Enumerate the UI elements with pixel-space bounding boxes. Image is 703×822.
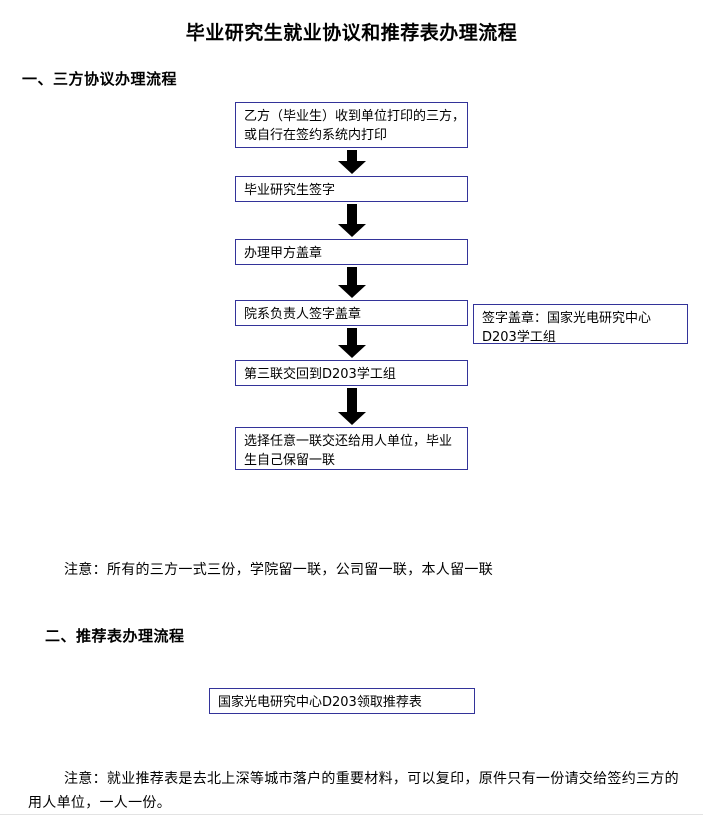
arrow-head xyxy=(338,412,366,425)
flow-arrow-4 xyxy=(338,328,366,358)
arrow-head xyxy=(338,345,366,358)
section-heading-1: 一、三方协议办理流程 xyxy=(22,70,178,88)
arrow-head xyxy=(338,285,366,298)
flow-side-note: 签字盖章：国家光电研究中心 D203学工组 xyxy=(473,304,688,345)
section-1-note: 注意：所有的三方一式三份，学院留一联，公司留一联，本人留一联 xyxy=(64,562,493,578)
flow-arrow-1 xyxy=(338,150,366,174)
bottom-divider xyxy=(0,814,703,815)
arrow-stem xyxy=(347,204,357,224)
flow-step-3: 办理甲方盖章 xyxy=(235,239,468,265)
arrow-head xyxy=(338,224,366,237)
arrow-head xyxy=(338,161,366,174)
flow-step-2: 毕业研究生签字 xyxy=(235,176,468,202)
flow-arrow-5 xyxy=(338,388,366,425)
section-heading-2: 二、推荐表办理流程 xyxy=(45,627,185,645)
document-title: 毕业研究生就业协议和推荐表办理流程 xyxy=(185,22,518,44)
flow-step-7: 国家光电研究中心D203领取推荐表 xyxy=(209,688,475,714)
section-2-note: 注意：就业推荐表是去北上深等城市落户的重要材料，可以复印，原件只有一份请交给签约… xyxy=(28,771,679,811)
arrow-stem xyxy=(347,328,357,345)
flow-step-6: 选择任意一联交还给用人单位，毕业 生自己保留一联 xyxy=(235,427,468,470)
flow-arrow-3 xyxy=(338,267,366,298)
arrow-stem xyxy=(347,150,357,161)
flow-step-4: 院系负责人签字盖章 xyxy=(235,300,468,326)
arrow-stem xyxy=(347,388,357,412)
flow-step-5: 第三联交回到D203学工组 xyxy=(235,360,468,386)
flow-step-1: 乙方（毕业生）收到单位打印的三方， 或自行在签约系统内打印 xyxy=(235,102,468,148)
arrow-stem xyxy=(347,267,357,285)
flow-arrow-2 xyxy=(338,204,366,237)
